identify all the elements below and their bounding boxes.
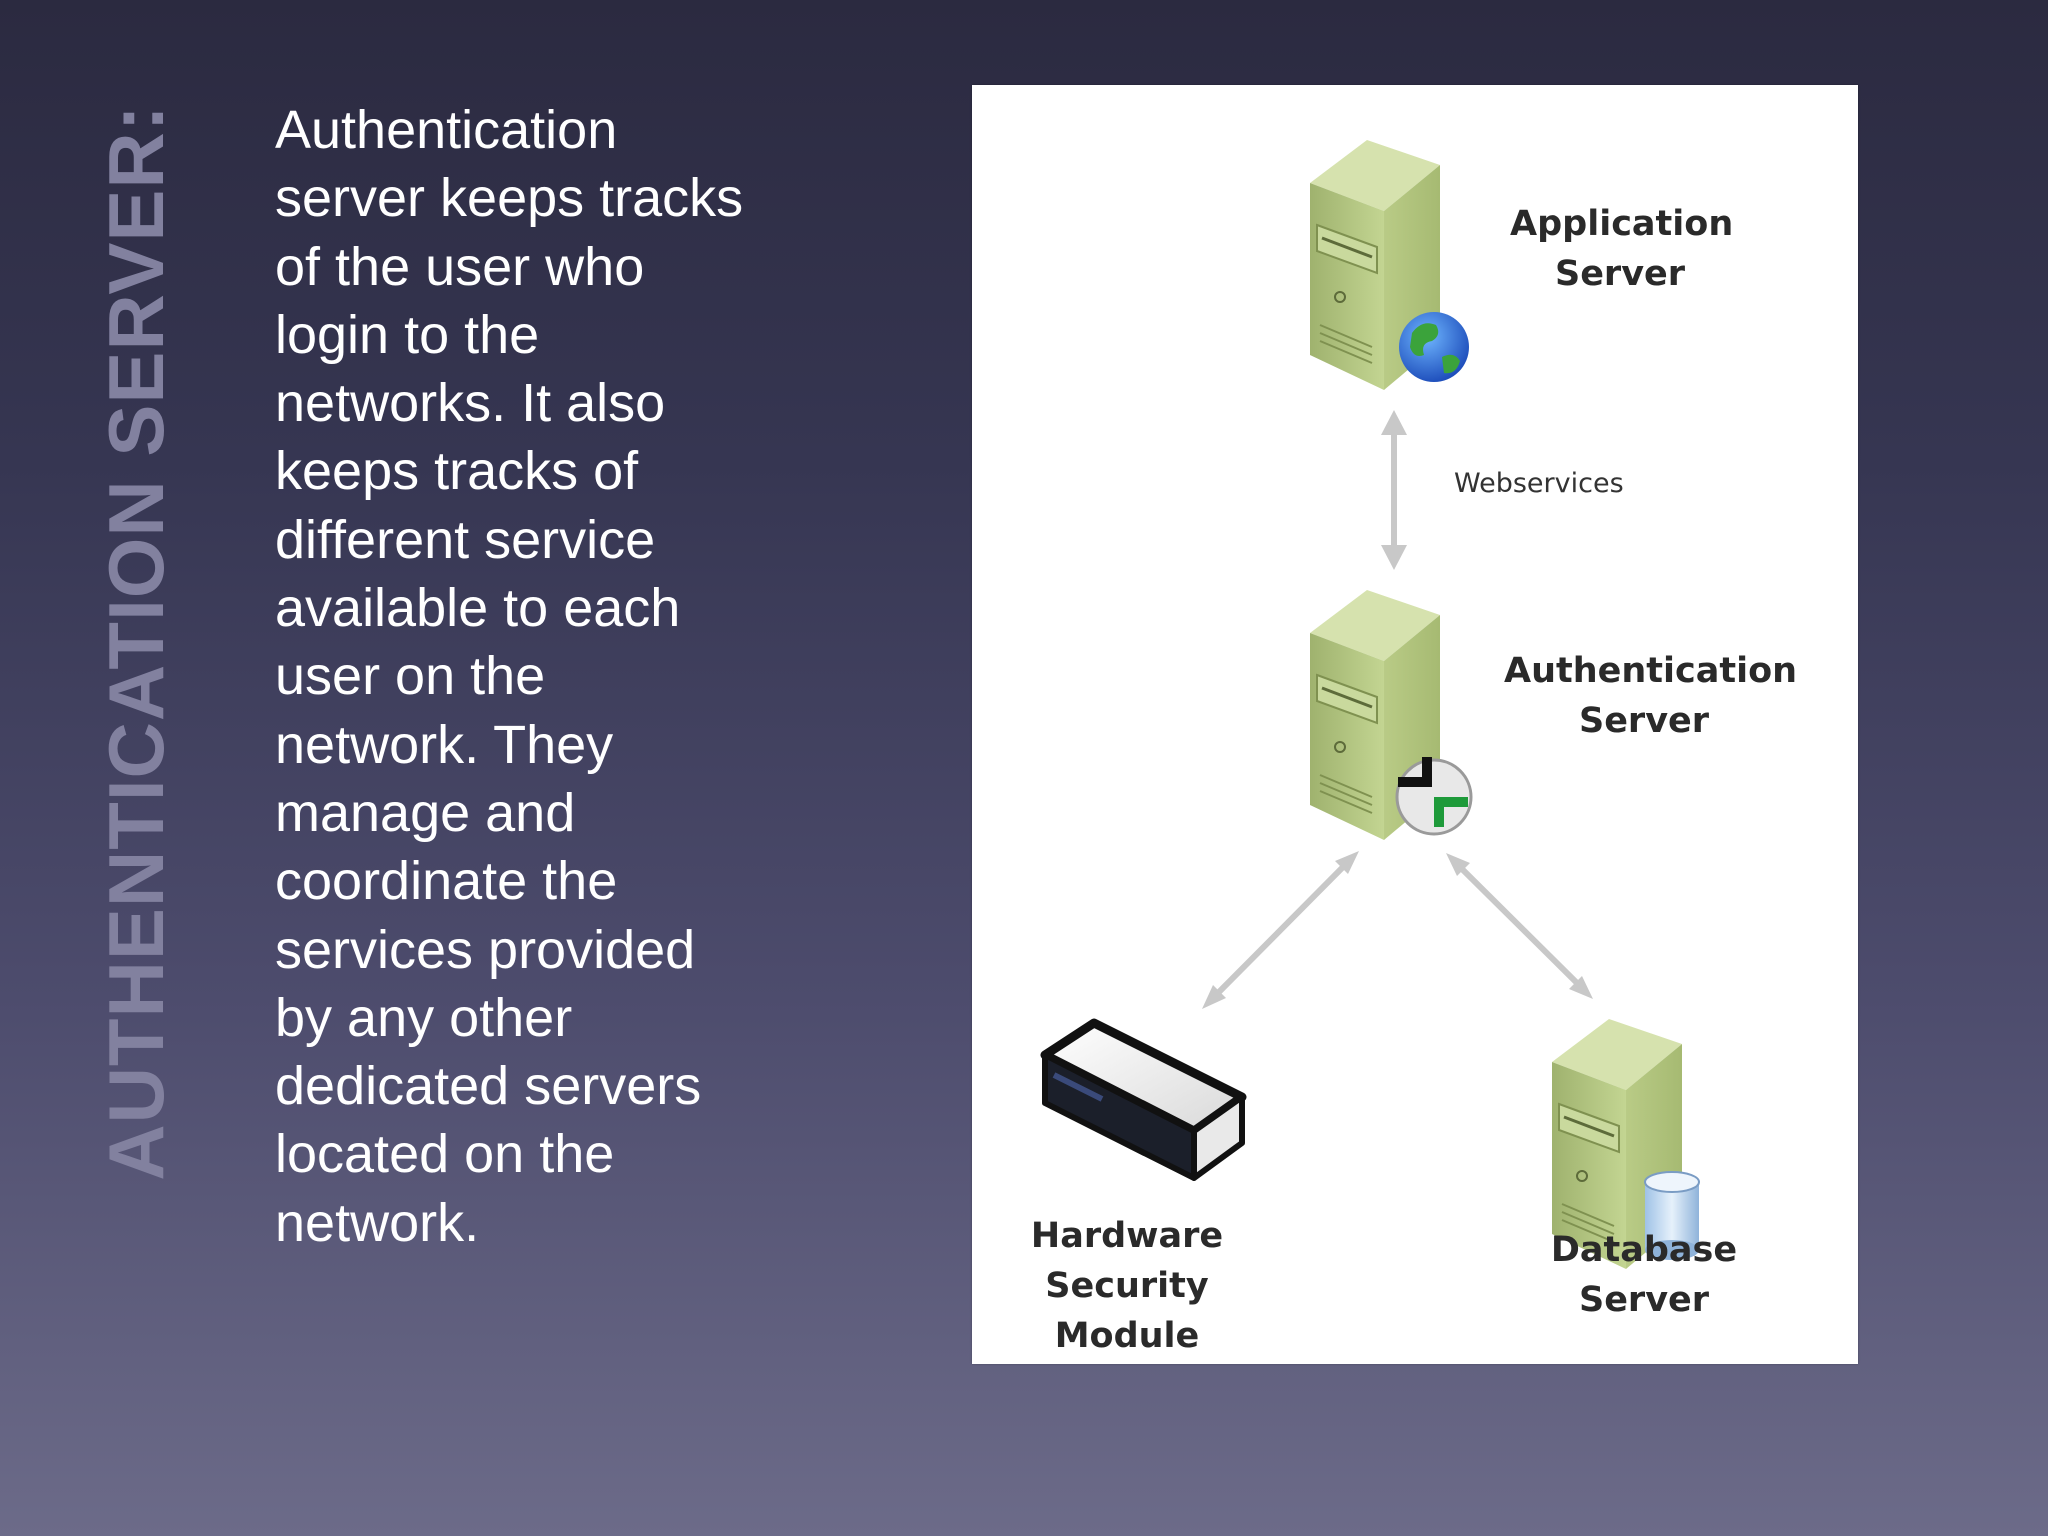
diagram-canvas (1040, 140, 1700, 1269)
node-label-database-server: Database Server (1550, 1230, 1738, 1320)
slide-title-text: AUTHENTICATION SERVER: (91, 104, 180, 1181)
edge-label-webservices: Webservices (1454, 468, 1624, 499)
network-diagram: Application Server Authentication Server… (972, 85, 1858, 1364)
node-label-application-server: Application Server (1510, 204, 1734, 294)
server-globe-icon (1310, 140, 1469, 390)
edge-auth-to-database (1446, 853, 1593, 999)
slide-body-text: Authentication server keeps tracks of th… (275, 100, 744, 1253)
hardware-module-icon (1040, 1018, 1247, 1181)
edge-webservices (1381, 410, 1407, 570)
slide-title: AUTHENTICATION SERVER: (92, 85, 180, 1200)
node-label-authentication-server: Authentication Server (1504, 651, 1798, 741)
node-label-hardware-security-module: Hardware Security Module (1030, 1216, 1224, 1356)
server-clock-icon (1310, 590, 1473, 840)
edge-auth-to-hsm (1202, 851, 1359, 1009)
server-database-icon (1552, 1019, 1700, 1269)
